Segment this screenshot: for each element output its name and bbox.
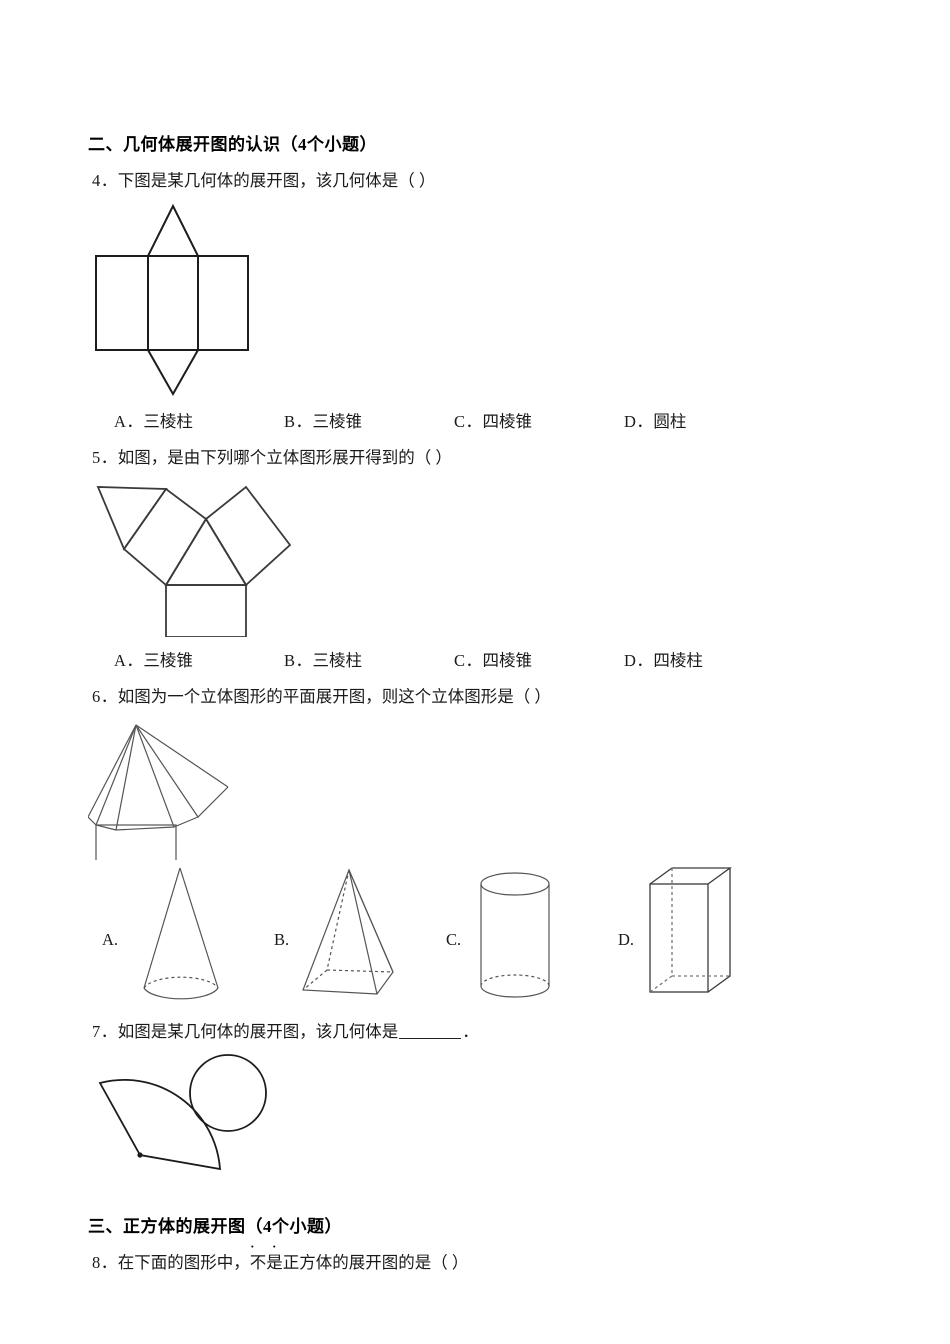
question-5-text: 如图，是由下列哪个立体图形展开得到的（ ） bbox=[117, 447, 452, 467]
figure-pyramid-fan-net bbox=[88, 715, 874, 861]
q5-option-c-label: 四棱锥 bbox=[482, 650, 533, 670]
question-7-answer-blank[interactable] bbox=[399, 1038, 462, 1040]
question-6-options: A. B. bbox=[88, 862, 874, 1012]
q4-option-a[interactable]: A．三棱柱 bbox=[114, 408, 284, 432]
square-pyramid-icon bbox=[293, 862, 411, 1012]
section-heading-3: 三、正方体的展开图（4个小题） bbox=[88, 1217, 342, 1236]
figure-sector-and-circle-net bbox=[88, 1051, 874, 1186]
q6-option-a-letter: A. bbox=[102, 930, 119, 950]
question-8-number: 8． bbox=[92, 1253, 118, 1272]
q5-option-a-letter: A． bbox=[114, 650, 144, 670]
question-7-text-before: 如图是某几何体的展开图，该几何体是 bbox=[117, 1022, 399, 1042]
cone-icon bbox=[122, 862, 240, 1012]
question-7-number: 7． bbox=[92, 1022, 118, 1042]
q5-option-d-letter: D． bbox=[624, 650, 654, 670]
question-4: 4．下图是某几何体的展开图，该几何体是（ ） bbox=[88, 169, 874, 194]
q4-option-b-letter: B． bbox=[284, 411, 313, 431]
q6-option-b-letter: B. bbox=[274, 930, 290, 950]
q6-option-a[interactable]: A. bbox=[102, 862, 274, 1012]
q4-option-b-label: 三棱锥 bbox=[312, 411, 363, 431]
q4-option-c-label: 四棱锥 bbox=[482, 411, 533, 431]
q4-option-a-label: 三棱柱 bbox=[143, 411, 193, 431]
question-5-number: 5． bbox=[92, 447, 118, 467]
question-6: 6．如图为一个立体图形的平面展开图，则这个立体图形是（ ） bbox=[88, 685, 874, 710]
q5-option-c-letter: C． bbox=[454, 650, 483, 670]
q6-option-c-letter: C. bbox=[446, 930, 462, 950]
question-4-options: A．三棱柱 B．三棱锥 C．四棱锥 D．圆柱 bbox=[88, 408, 874, 432]
page-content: 二、几何体展开图的认识（4个小题） 4．下图是某几何体的展开图，该几何体是（ ） bbox=[88, 130, 874, 1280]
question-4-number: 4． bbox=[92, 171, 118, 190]
question-8-text-before: 在下面的图形中， bbox=[117, 1253, 250, 1272]
q6-option-d-letter: D. bbox=[618, 930, 635, 950]
question-8-text-after: 正方体的展开图的是（ ） bbox=[282, 1253, 469, 1272]
q4-option-d[interactable]: D．圆柱 bbox=[624, 408, 794, 432]
q4-option-c[interactable]: C．四棱锥 bbox=[454, 408, 624, 432]
q4-option-a-letter: A． bbox=[114, 411, 144, 431]
section-heading-2: 二、几何体展开图的认识（4个小题） bbox=[88, 135, 377, 154]
q6-option-b[interactable]: B. bbox=[274, 862, 446, 1012]
q5-option-c[interactable]: C．四棱锥 bbox=[454, 647, 624, 671]
q5-option-d[interactable]: D．四棱柱 bbox=[624, 647, 794, 671]
question-7-text-after: ． bbox=[462, 1022, 479, 1042]
q5-option-b[interactable]: B．三棱柱 bbox=[284, 647, 454, 671]
cuboid-icon bbox=[638, 862, 756, 1012]
q5-option-d-label: 四棱柱 bbox=[653, 650, 703, 670]
q5-option-a-label: 三棱锥 bbox=[143, 650, 193, 670]
q4-option-c-letter: C． bbox=[454, 411, 483, 431]
q5-option-a[interactable]: A．三棱锥 bbox=[114, 647, 284, 671]
question-5: 5．如图，是由下列哪个立体图形展开得到的（ ） bbox=[88, 446, 874, 471]
question-6-text: 如图为一个立体图形的平面展开图，则这个立体图形是（ ） bbox=[117, 686, 551, 706]
question-7: 7．如图是某几何体的展开图，该几何体是 ． bbox=[88, 1020, 874, 1045]
figure-triangular-prism-net bbox=[88, 198, 874, 398]
q6-option-c[interactable]: C. bbox=[446, 862, 618, 1012]
cylinder-icon bbox=[465, 862, 583, 1012]
q5-option-b-label: 三棱柱 bbox=[312, 650, 363, 670]
q6-option-d[interactable]: D. bbox=[618, 862, 790, 1012]
question-8: 8．在下面的图形中，不是正方体的展开图的是（ ） bbox=[88, 1251, 874, 1276]
figure-prism-net-squares-triangle bbox=[88, 477, 874, 637]
question-4-text: 下图是某几何体的展开图，该几何体是（ ） bbox=[117, 171, 436, 190]
q5-option-b-letter: B． bbox=[284, 650, 313, 670]
q4-option-b[interactable]: B．三棱锥 bbox=[284, 408, 454, 432]
q4-option-d-label: 圆柱 bbox=[653, 411, 687, 431]
q4-option-d-letter: D． bbox=[624, 411, 654, 431]
question-8-emphasis: 不是 bbox=[250, 1251, 283, 1276]
question-6-number: 6． bbox=[92, 686, 118, 706]
question-5-options: A．三棱锥 B．三棱柱 C．四棱锥 D．四棱柱 bbox=[88, 647, 874, 671]
